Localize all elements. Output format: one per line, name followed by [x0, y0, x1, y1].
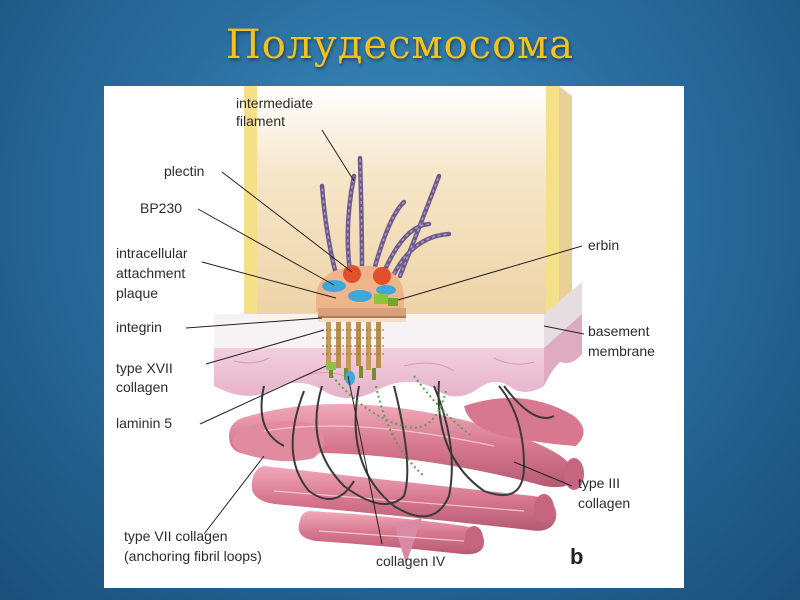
- label-collagen3-1: type III: [578, 475, 620, 491]
- label-plaque-3: plaque: [116, 285, 158, 301]
- hemidesmosome-diagram: intermediate filament plectin BP230 intr…: [116, 86, 655, 569]
- label-collagen7-2: (anchoring fibril loops): [124, 548, 262, 564]
- label-basement-1: basement: [588, 323, 650, 339]
- label-collagen17-1: type XVII: [116, 360, 173, 376]
- label-collagen17-2: collagen: [116, 379, 168, 395]
- label-plaque-2: attachment: [116, 265, 185, 281]
- collagen-iv-strands: [331, 375, 473, 477]
- label-collagen7-1: type VII collagen: [124, 528, 228, 544]
- label-erbin: erbin: [588, 237, 619, 253]
- laminin5-marker: [326, 362, 355, 385]
- bp230-marker: [322, 280, 396, 302]
- label-plaque-1: intracellular: [116, 245, 188, 261]
- leader-lines: [185, 129, 585, 545]
- diagram-panel: intermediate filament plectin BP230 intr…: [104, 86, 684, 588]
- label-bp230: BP230: [140, 200, 182, 216]
- label-basement-2: membrane: [588, 343, 655, 359]
- label-collagen3-2: collagen: [578, 495, 630, 511]
- label-plectin: plectin: [164, 163, 204, 179]
- slide-title: Полудесмосома: [225, 22, 575, 68]
- panel-letter: b: [570, 544, 583, 569]
- label-intermediate-filament-1: intermediate: [236, 95, 313, 111]
- collagen-fiber-bundles: [229, 398, 584, 564]
- label-collagen4: collagen IV: [376, 553, 446, 569]
- erbin-marker: [374, 294, 398, 306]
- label-integrin: integrin: [116, 319, 162, 335]
- plectin-marker: [343, 265, 391, 285]
- integrin-transmembrane: [322, 322, 386, 372]
- intermediate-filaments: [319, 155, 452, 279]
- label-intermediate-filament-2: filament: [236, 113, 285, 129]
- label-laminin5: laminin 5: [116, 415, 172, 431]
- anchoring-fibril-loops: [260, 380, 555, 518]
